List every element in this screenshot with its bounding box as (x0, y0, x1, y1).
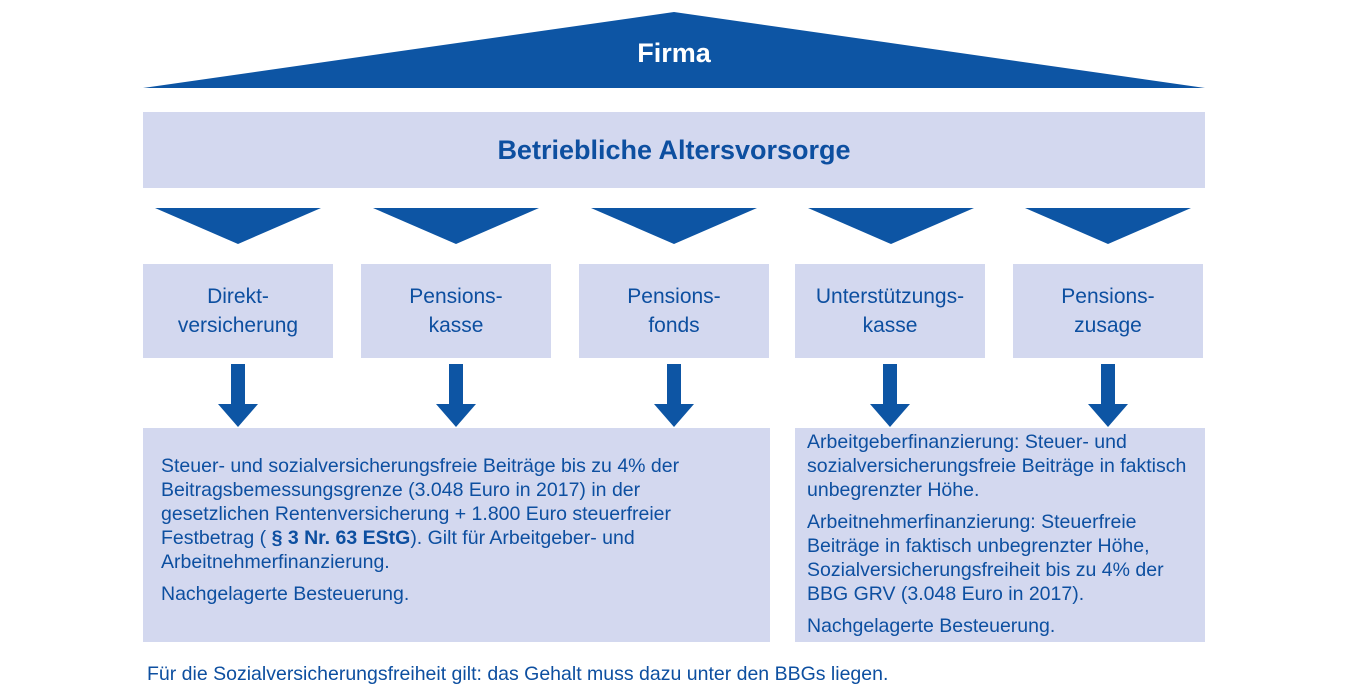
path-box-line2: zusage (1074, 314, 1142, 337)
main-band-title: Betriebliche Altersvorsorge (497, 134, 851, 165)
footnote: Für die Sozialversicherungsfreiheit gilt… (147, 663, 889, 685)
chevron-down-icon (1025, 208, 1191, 244)
chevron-down-icon (373, 208, 539, 244)
path-box-pensionsfonds: Pensions- fonds (579, 264, 769, 358)
info-paragraph: Nachgelagerte Besteuerung. (807, 615, 1056, 637)
path-box-unterstuetzungskasse: Unterstützungs- kasse (795, 264, 985, 358)
roof-title: Firma (637, 38, 711, 68)
chevron-down-icon (155, 208, 321, 244)
info-text: Steuer- und sozialversicherungsfreie Bei… (161, 455, 680, 549)
path-box-line1: Unterstützungs- (815, 285, 965, 308)
path-box-line2: versicherung (177, 314, 299, 337)
info-text: ). Gilt für Arbeitgeber- und Arbeitnehme… (161, 527, 635, 573)
arrow-down-icon (654, 364, 694, 427)
main-band: Betriebliche Altersvorsorge (143, 112, 1205, 188)
path-box-line2: kasse (428, 314, 484, 337)
path-box-line2: fonds (648, 314, 700, 337)
path-box-line1: Pensions- (627, 285, 721, 308)
arrow-down-icon (1088, 364, 1128, 427)
path-box-line1: Pensions- (409, 285, 503, 308)
chevron-down-icon (591, 208, 757, 244)
path-box-line2: kasse (862, 314, 918, 337)
info-panel-left: Steuer- und sozialversicherungsfreie Bei… (143, 428, 770, 642)
path-box-direktversicherung: Direkt- versicherung (143, 264, 333, 358)
chevron-down-icon (808, 208, 974, 244)
arrow-down-icon (870, 364, 910, 427)
info-panel-right: Arbeitgeberfinanzierung: Steuer- und soz… (795, 428, 1205, 642)
law-reference: § 3 Nr. 63 EStG (271, 527, 411, 549)
path-box-line1: Direkt- (207, 285, 269, 308)
arrow-down-icon (436, 364, 476, 427)
info-paragraph: Nachgelagerte Besteuerung. (161, 583, 410, 605)
path-box-line1: Pensions- (1061, 285, 1155, 308)
path-box-pensionszusage: Pensions- zusage (1013, 264, 1203, 358)
path-box-pensionskasse: Pensions- kasse (361, 264, 551, 358)
info-paragraph: Steuer- und sozialversicherungsfreie Bei… (161, 454, 752, 574)
info-paragraph: Arbeitgeberfinanzierung: Steuer- und soz… (807, 431, 1187, 501)
roof-shape (143, 12, 1205, 88)
arrow-down-icon (218, 364, 258, 427)
info-paragraph: Arbeitnehmerfinanzierung: Steuerfreie Be… (807, 511, 1164, 605)
